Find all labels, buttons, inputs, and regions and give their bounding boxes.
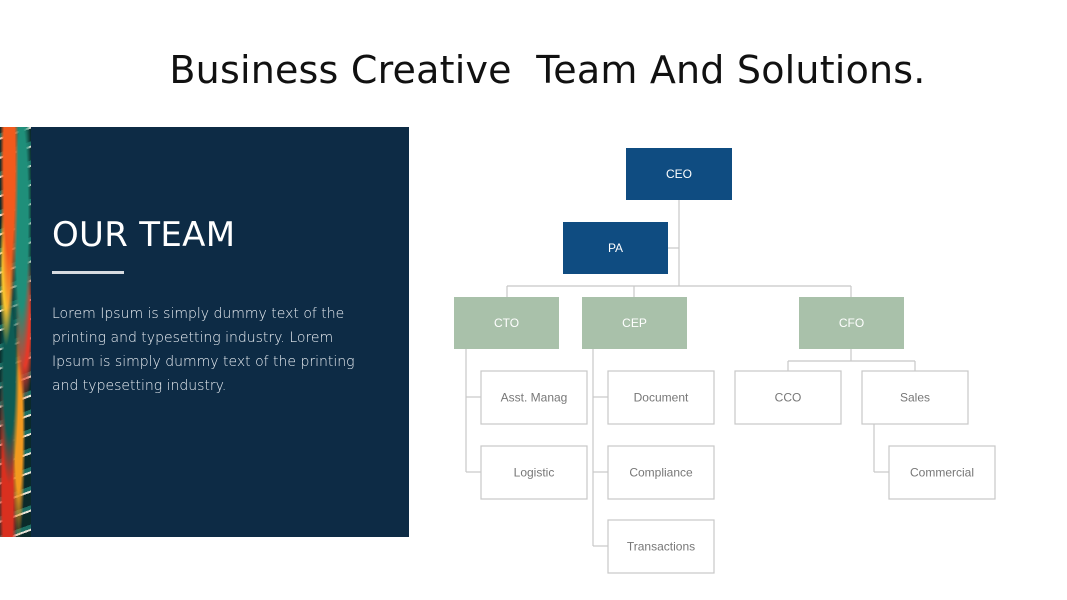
org-node-asst: Asst. Manag	[480, 370, 588, 425]
org-node-document: Document	[607, 370, 715, 425]
org-node-box	[861, 370, 969, 425]
team-heading: OUR TEAM	[52, 215, 236, 255]
org-node-label: CCO	[775, 391, 802, 405]
org-node-cep: CEP	[582, 297, 687, 349]
org-node-ceo: CEO	[626, 148, 732, 200]
org-node-label: Sales	[900, 391, 930, 405]
org-node-cto: CTO	[454, 297, 559, 349]
org-node-cfo: CFO	[799, 297, 904, 349]
org-node-label: Logistic	[514, 466, 555, 480]
org-node-label: Compliance	[629, 466, 693, 480]
org-node-commercial: Commercial	[888, 445, 996, 500]
org-node-box	[799, 297, 904, 349]
org-node-logistic: Logistic	[480, 445, 588, 500]
abstract-art-image	[0, 127, 31, 537]
team-panel: OUR TEAM Lorem Ipsum is simply dummy tex…	[31, 127, 409, 537]
org-node-label: PA	[608, 241, 623, 255]
org-node-box	[734, 370, 842, 425]
org-node-pa: PA	[563, 222, 668, 274]
org-node-box	[454, 297, 559, 349]
org-node-compliance: Compliance	[607, 445, 715, 500]
org-node-label: Document	[634, 391, 689, 405]
org-node-box	[563, 222, 668, 274]
org-node-label: CEO	[666, 167, 692, 181]
org-node-box	[607, 519, 715, 574]
slide-title: Business Creative Team And Solutions.	[169, 48, 926, 92]
org-node-label: CTO	[494, 316, 519, 330]
org-node-sales: Sales	[861, 370, 969, 425]
org-node-label: CFO	[839, 316, 864, 330]
org-node-box	[582, 297, 687, 349]
org-node-cco: CCO	[734, 370, 842, 425]
org-node-box	[607, 370, 715, 425]
org-node-box	[607, 445, 715, 500]
org-node-transactions: Transactions	[607, 519, 715, 574]
heading-divider	[52, 271, 124, 274]
org-node-box	[480, 445, 588, 500]
org-node-label: CEP	[622, 316, 647, 330]
org-node-box	[888, 445, 996, 500]
org-node-box	[480, 370, 588, 425]
org-node-label: Commercial	[910, 466, 974, 480]
org-node-box	[626, 148, 732, 200]
team-description: Lorem Ipsum is simply dummy text of the …	[52, 306, 355, 394]
connector-lines	[465, 200, 916, 547]
org-node-label: Transactions	[627, 540, 695, 554]
org-node-label: Asst. Manag	[501, 391, 568, 405]
